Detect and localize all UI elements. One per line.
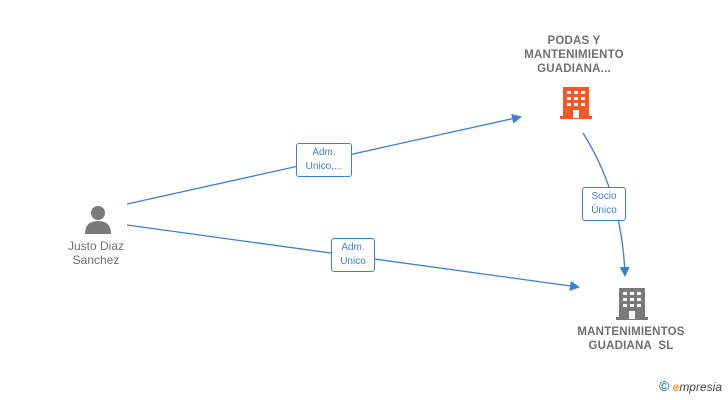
edge-label-adm-unico-2[interactable]: Adm. Unico [331,238,375,272]
person-icon[interactable] [84,204,112,234]
edge-label-line: Unico,... [305,161,343,172]
person-label-line: Sanchez [72,253,120,267]
copyright-icon: © [658,378,670,394]
edge-label-socio-unico[interactable]: Socio Único [582,187,626,221]
edge-label-line: Unico [340,256,366,267]
building-icon[interactable] [560,84,592,120]
company-label-line: MANTENIMIENTOS [577,326,685,338]
brand-name: mpresia [679,380,722,394]
building-icon[interactable] [616,285,648,321]
company-label-mantenimientos[interactable]: MANTENIMIENTOS GUADIANA SL [556,325,706,353]
edge-label-line: Único [591,205,617,216]
company-label-line: GUADIANA SL [588,340,674,352]
company-label-line: GUADIANA... [537,63,611,75]
edge-label-adm-unico-1[interactable]: Adm. Unico,... [296,143,352,177]
person-label[interactable]: Justo Diaz Sanchez [46,239,146,267]
company-label-line: MANTENIMIENTO [524,49,624,61]
company-label-line: PODAS Y [547,35,601,47]
brand-logo: © empresia [659,378,722,394]
person-label-line: Justo Diaz [67,239,125,253]
company-label-podas[interactable]: PODAS Y MANTENIMIENTO GUADIANA... [494,34,654,76]
edge-label-line: Adm. [312,147,336,158]
brand-initial: e [672,380,680,394]
edge-label-line: Socio [591,191,617,202]
edge-label-line: Adm. [341,242,365,253]
